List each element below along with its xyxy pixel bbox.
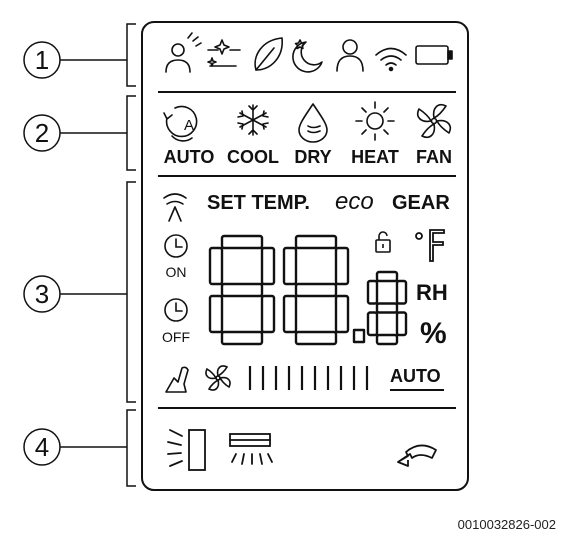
hand-icon bbox=[165, 366, 189, 393]
battery-icon bbox=[415, 45, 453, 65]
drop-icon bbox=[298, 103, 328, 143]
swing-icon bbox=[163, 193, 187, 222]
document-id: 0010032826-002 bbox=[457, 517, 556, 532]
callout-2: 2 bbox=[23, 114, 127, 152]
percent-label: % bbox=[420, 317, 447, 350]
timer-off-label: OFF bbox=[162, 329, 190, 345]
callout-1-number: 1 bbox=[35, 45, 49, 75]
callout-2-number: 2 bbox=[35, 118, 49, 148]
gear-label: GEAR bbox=[392, 192, 450, 214]
snowflake-icon bbox=[237, 104, 269, 136]
brackets bbox=[126, 23, 136, 487]
display-panel bbox=[141, 21, 469, 491]
mode-label-heat: HEAT bbox=[351, 147, 399, 167]
vertical-louver-icon bbox=[167, 429, 206, 471]
set-temp-label: SET TEMP. bbox=[207, 192, 310, 214]
digit-2 bbox=[282, 234, 350, 346]
sun-icon bbox=[355, 101, 395, 141]
mode-label-auto: AUTO bbox=[164, 147, 215, 167]
rh-label: RH bbox=[416, 280, 448, 305]
auto-fan-label: AUTO bbox=[390, 366, 441, 386]
mode-label-dry: DRY bbox=[294, 147, 331, 167]
sparkle-lines-icon bbox=[207, 39, 241, 67]
timer-on-label: ON bbox=[166, 264, 187, 280]
fahrenheit-label bbox=[415, 229, 445, 262]
digit-display bbox=[208, 234, 408, 346]
decimal-point bbox=[352, 328, 366, 344]
fan-speed-icon bbox=[205, 365, 231, 391]
leaf-icon bbox=[254, 37, 283, 71]
timer-off-icon bbox=[164, 298, 188, 322]
callout-3-number: 3 bbox=[35, 279, 49, 309]
svg-text:A: A bbox=[184, 117, 194, 134]
timer-on-icon bbox=[164, 234, 188, 258]
fan-speed-bars bbox=[248, 366, 369, 390]
mode-label-fan: FAN bbox=[416, 147, 452, 167]
callout-4: 4 bbox=[23, 428, 127, 466]
auto-cycle-icon: A bbox=[163, 105, 198, 142]
person-wind-icon bbox=[165, 32, 202, 73]
lock-icon bbox=[375, 231, 391, 253]
fan-icon bbox=[416, 103, 452, 139]
callout-3: 3 bbox=[23, 275, 127, 313]
callout-1: 1 bbox=[23, 41, 127, 79]
wifi-icon bbox=[375, 47, 407, 72]
callout-4-number: 4 bbox=[35, 432, 49, 462]
digit-3 bbox=[366, 270, 408, 346]
horizontal-louver-icon bbox=[229, 433, 273, 465]
return-arrow-icon bbox=[397, 444, 437, 467]
eco-label: eco bbox=[335, 188, 374, 215]
person-icon bbox=[336, 39, 364, 72]
digit-1 bbox=[208, 234, 276, 346]
mode-label-cool: COOL bbox=[227, 147, 279, 167]
moon-star-icon bbox=[292, 39, 323, 73]
